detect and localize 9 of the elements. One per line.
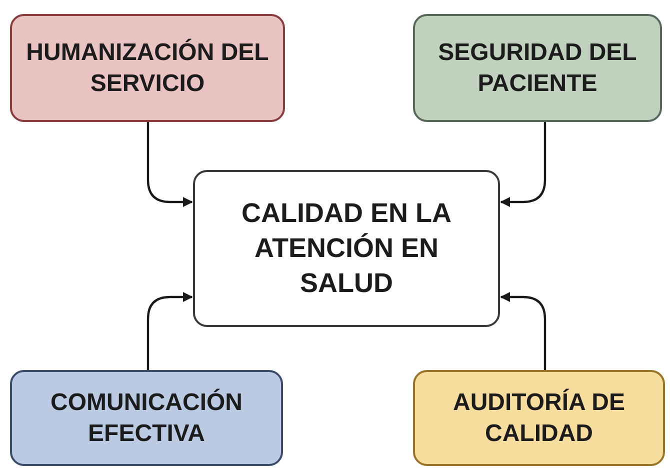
arrow bbox=[146, 122, 193, 207]
central-box: CALIDAD EN LA ATENCIÓN EN SALUD bbox=[193, 170, 500, 327]
arrow bbox=[146, 292, 193, 370]
topic-box: SEGURIDAD DEL PACIENTE bbox=[413, 14, 662, 122]
topic-box: AUDITORÍA DE CALIDAD bbox=[413, 370, 665, 466]
arrow bbox=[500, 292, 546, 370]
arrow bbox=[500, 122, 546, 207]
topic-box: COMUNICACIÓN EFECTIVA bbox=[10, 370, 283, 466]
topic-box: HUMANIZACIÓN DEL SERVICIO bbox=[10, 14, 285, 122]
